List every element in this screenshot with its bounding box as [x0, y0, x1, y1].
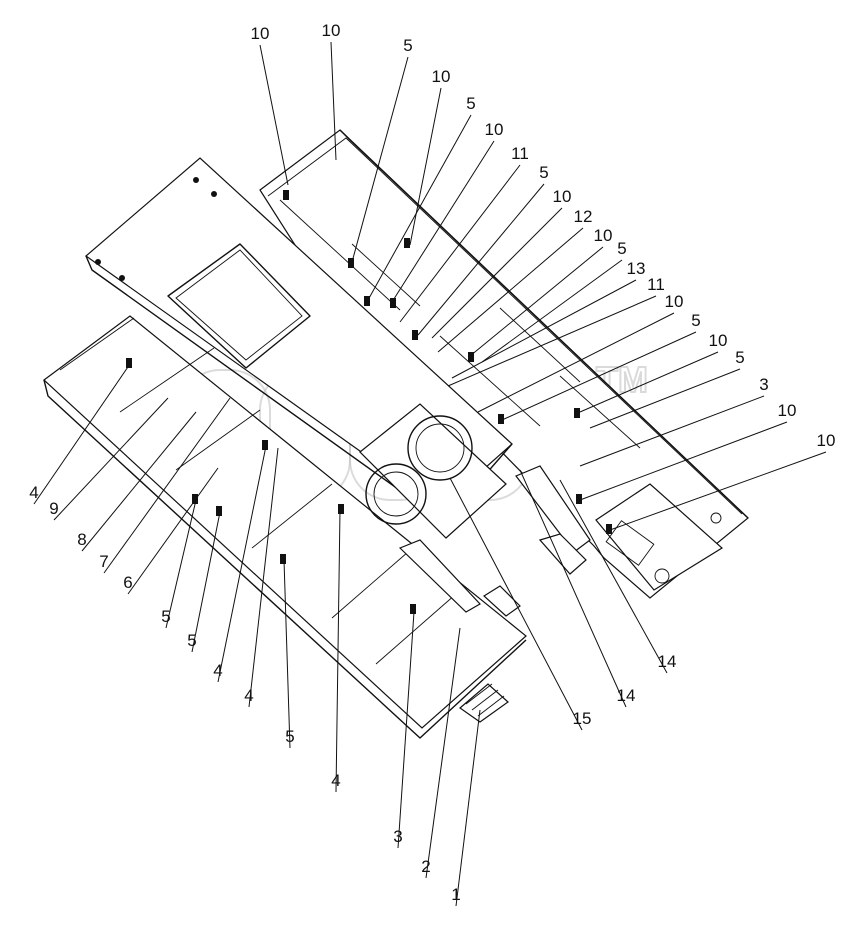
- callout-label: 5: [285, 727, 294, 746]
- callout-label: 10: [251, 24, 270, 43]
- callout-label: 9: [49, 499, 58, 518]
- callout-leader: [559, 479, 668, 674]
- chassis-frame: [43, 129, 749, 739]
- callout-label: 5: [187, 631, 196, 650]
- callout-label: 5: [161, 607, 170, 626]
- callout-leader: [477, 312, 675, 413]
- callout-leader: [391, 140, 495, 303]
- callout-label: 4: [213, 661, 222, 680]
- callout-leader: [425, 627, 461, 879]
- callout-leader: [165, 499, 197, 629]
- callout-leader: [53, 397, 169, 521]
- fasteners: [126, 190, 612, 614]
- callout-leader: [335, 509, 341, 793]
- callout-label: 4: [244, 686, 253, 705]
- callout-leader: [351, 56, 409, 263]
- callout-label: 12: [574, 207, 593, 226]
- callout-leader: [609, 451, 827, 531]
- callout-label: 10: [778, 401, 797, 420]
- callout-label: 7: [99, 552, 108, 571]
- callout-label: 8: [77, 530, 86, 549]
- callout-leader: [330, 41, 337, 161]
- callout-leader: [283, 559, 291, 749]
- callout-leader: [481, 259, 623, 363]
- callout-leader: [579, 421, 788, 501]
- callout-label: 2: [421, 857, 430, 876]
- callout-leader: [501, 331, 697, 421]
- callout-label: 5: [691, 311, 700, 330]
- callout-leader: [431, 207, 563, 339]
- callout-leader: [217, 445, 267, 683]
- callout-label: 3: [759, 375, 768, 394]
- callout-leader: [367, 114, 472, 301]
- callout-label: 5: [617, 239, 626, 258]
- rail-end-box: [595, 483, 724, 591]
- callout-leader: [103, 397, 231, 574]
- callout-label: 10: [817, 431, 836, 450]
- callout-leader: [519, 469, 627, 708]
- callout-leader: [191, 511, 221, 653]
- callout-label: 10: [432, 67, 451, 86]
- callout-leader: [449, 477, 583, 731]
- upper-cutout: [167, 243, 311, 369]
- callout-leader: [579, 395, 765, 467]
- callout-leader: [455, 709, 481, 907]
- callout-label: 15: [573, 709, 592, 728]
- callout-label: 13: [627, 259, 646, 278]
- callout-leader: [399, 164, 521, 323]
- bearing-ring-lower: [365, 463, 427, 525]
- callout-leader: [451, 279, 637, 379]
- callout-label: 4: [29, 483, 38, 502]
- callout-label: 10: [665, 292, 684, 311]
- callout-label: 10: [709, 331, 728, 350]
- callout-leader: [81, 411, 197, 552]
- step-ladder: [459, 683, 509, 723]
- callout-label: 10: [485, 120, 504, 139]
- callout-label: 5: [403, 36, 412, 55]
- callout-label: 14: [658, 652, 677, 671]
- callout-label: 5: [735, 348, 744, 367]
- callout-leader: [409, 87, 442, 246]
- callout-leader: [397, 611, 415, 849]
- callout-label: 14: [617, 686, 636, 705]
- callout-label: 11: [511, 144, 529, 163]
- callout-leader: [579, 351, 719, 413]
- callout-label: 4: [331, 771, 340, 790]
- callout-leader: [248, 447, 279, 708]
- callout-label: 3: [393, 827, 402, 846]
- callout-leader: [417, 183, 545, 336]
- callout-label: 10: [594, 226, 613, 245]
- callout-leader: [447, 295, 657, 387]
- callout-leader: [589, 368, 741, 429]
- callout-leader: [469, 246, 604, 357]
- callout-leader: [33, 363, 131, 505]
- callout-label: 5: [539, 163, 548, 182]
- callout-leader: [259, 44, 289, 186]
- callout-leader: [127, 467, 219, 595]
- callout-leader: [437, 227, 584, 353]
- callout-label: 10: [322, 21, 341, 40]
- callout-label: 5: [466, 94, 475, 113]
- callout-label: 11: [647, 275, 665, 294]
- bearing-ring-upper: [407, 415, 473, 481]
- callout-label: 1: [451, 885, 460, 904]
- callout-label: 6: [123, 573, 132, 592]
- callout-label: 10: [553, 187, 572, 206]
